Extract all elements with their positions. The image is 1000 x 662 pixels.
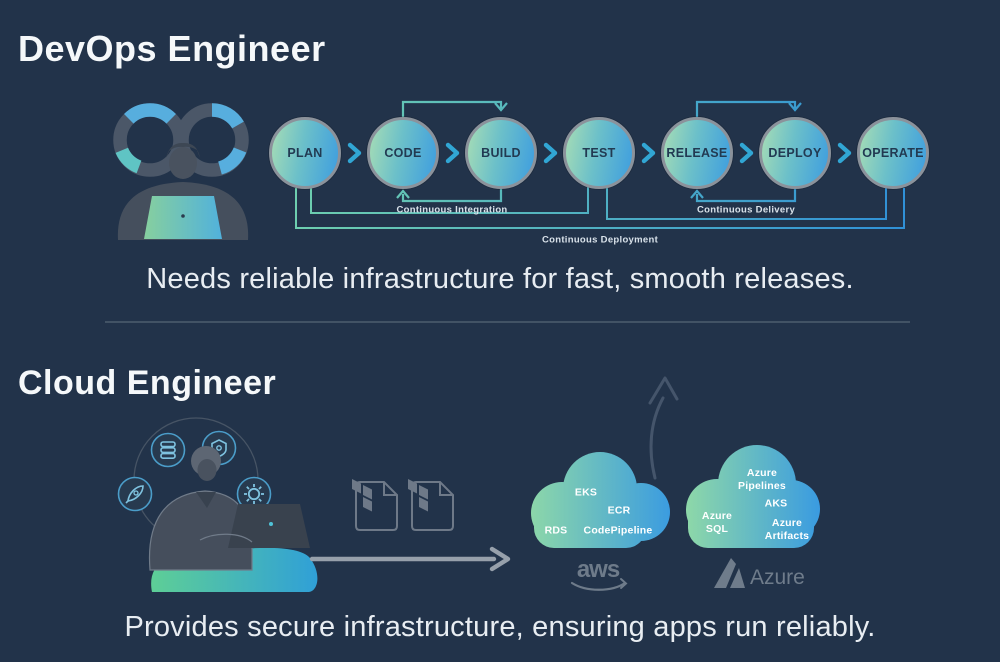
arrow-down-icon <box>788 102 802 112</box>
gear-icon <box>236 476 272 512</box>
azure-logo: Azure <box>714 558 805 589</box>
continuous-delivery-label: Continuous Delivery <box>696 204 796 216</box>
cd-top-loop-line <box>695 100 797 118</box>
cd-return-line <box>695 188 797 203</box>
section-divider <box>105 321 910 323</box>
stage-chevrons <box>347 142 852 164</box>
ci-return-line <box>401 188 503 203</box>
pipeline-stage-operate: OPERATE <box>857 117 929 189</box>
cloud-section-title: Cloud Engineer <box>18 364 277 402</box>
aws-logo: aws <box>570 556 628 591</box>
azure-service-aks: AKS <box>764 497 788 510</box>
continuous-deployment-label: Continuous Deployment <box>541 234 659 246</box>
test-operate-line <box>606 187 887 220</box>
aws-service-rds: RDS <box>544 524 568 537</box>
azure-service-artifacts: Azure Artifacts <box>764 516 810 542</box>
azure-service-sql: Azure SQL <box>701 509 733 535</box>
arrow-up-icon <box>690 189 704 199</box>
aws-service-codepipeline: CodePipeline <box>583 524 653 537</box>
database-icon <box>150 432 186 468</box>
pipeline-stage-plan: PLAN <box>269 117 341 189</box>
chevron-right-icon <box>837 142 852 164</box>
devops-person-illustration <box>113 103 249 240</box>
aws-service-eks: EKS <box>574 486 598 499</box>
deployment-line <box>295 188 905 229</box>
pipeline-stage-deploy: DEPLOY <box>759 117 831 189</box>
arrow-up-icon <box>396 189 410 199</box>
flow-arrows <box>309 376 679 572</box>
aws-cloud-shape <box>531 452 670 548</box>
devops-infinity-icon <box>113 103 249 177</box>
ci-top-loop-line <box>401 100 503 118</box>
pipeline-stage-test: TEST <box>563 117 635 189</box>
arrow-down-icon <box>494 102 508 112</box>
chevron-right-icon <box>641 142 656 164</box>
azure-triangle-icon <box>730 568 745 588</box>
cloud-engineer-illustration <box>117 417 318 592</box>
chevron-right-icon <box>543 142 558 164</box>
chevron-right-icon <box>445 142 460 164</box>
pipeline-stage-release: RELEASE <box>661 117 733 189</box>
azure-logo-text: Azure <box>750 566 805 589</box>
right-arrowhead-icon <box>489 546 511 572</box>
devops-section-title: DevOps Engineer <box>18 28 326 69</box>
rocket-icon <box>117 476 153 512</box>
iac-file-icons <box>352 479 454 531</box>
pipeline-stage-code: CODE <box>367 117 439 189</box>
aws-smile-icon <box>570 581 627 591</box>
laptop-icon <box>199 504 310 548</box>
continuous-integration-label: Continuous Integration <box>396 204 508 216</box>
aws-smile-arrowhead <box>620 578 628 589</box>
pipeline-connector-lines <box>295 100 905 229</box>
azure-cloud-shape <box>686 445 820 548</box>
terraform-file-icon <box>408 479 454 531</box>
pipeline-stage-build: BUILD <box>465 117 537 189</box>
azure-triangle-icon <box>714 558 736 588</box>
devops-person-silhouette <box>117 142 249 240</box>
aws-logo-text: aws <box>577 556 620 583</box>
up-curved-arrow-icon <box>648 376 679 480</box>
aws-service-ecr: ECR <box>607 504 631 517</box>
azure-service-pipelines: Azure Pipelines <box>738 466 786 492</box>
terraform-file-icon <box>352 479 398 531</box>
chevron-right-icon <box>739 142 754 164</box>
chevron-right-icon <box>347 142 362 164</box>
plan-test-line <box>310 187 589 214</box>
cloud-caption: Provides secure infrastructure, ensuring… <box>124 611 876 643</box>
devops-caption: Needs reliable infrastructure for fast, … <box>146 263 854 295</box>
cloud-person-silhouette <box>148 446 253 571</box>
